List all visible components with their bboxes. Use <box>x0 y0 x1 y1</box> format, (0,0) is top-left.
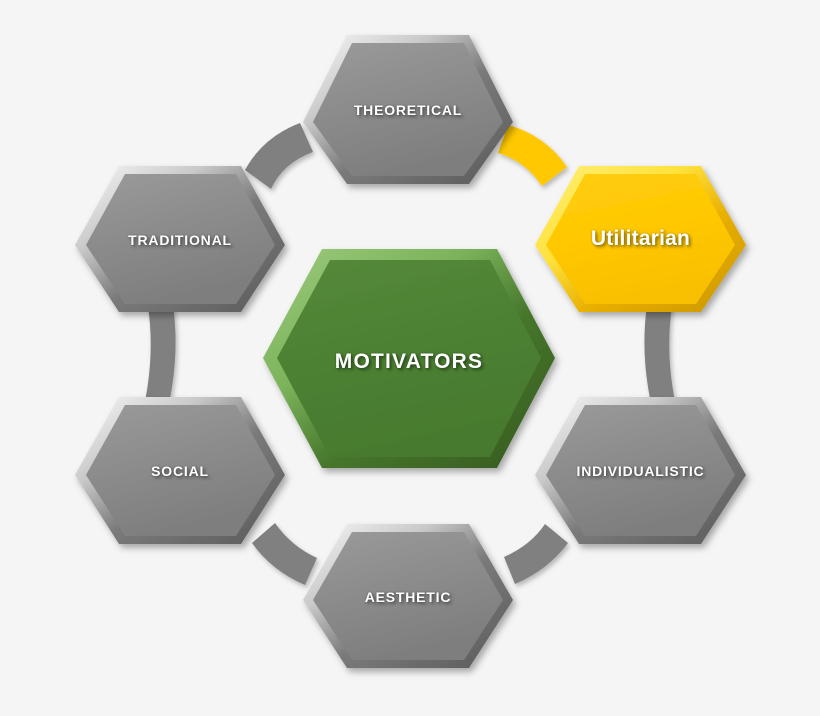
connector-utilitarian-individualistic <box>644 305 676 408</box>
connector-theoretical-utilitarian <box>498 125 567 186</box>
hexagon-individualistic[interactable] <box>535 397 746 544</box>
connector-social-traditional <box>144 305 176 408</box>
connector-traditional-theoretical <box>245 123 313 189</box>
hexagon-center-motivators[interactable] <box>263 249 555 468</box>
hexagon-traditional[interactable] <box>75 166 285 312</box>
connector-individualistic-aesthetic <box>504 524 568 584</box>
connector-group <box>144 123 676 585</box>
hexagon-theoretical[interactable] <box>303 35 513 184</box>
hexagon-utilitarian[interactable] <box>535 166 746 312</box>
hexagon-aesthetic[interactable] <box>303 524 513 668</box>
hexagon-social[interactable] <box>75 397 285 544</box>
connector-aesthetic-social <box>252 523 317 585</box>
